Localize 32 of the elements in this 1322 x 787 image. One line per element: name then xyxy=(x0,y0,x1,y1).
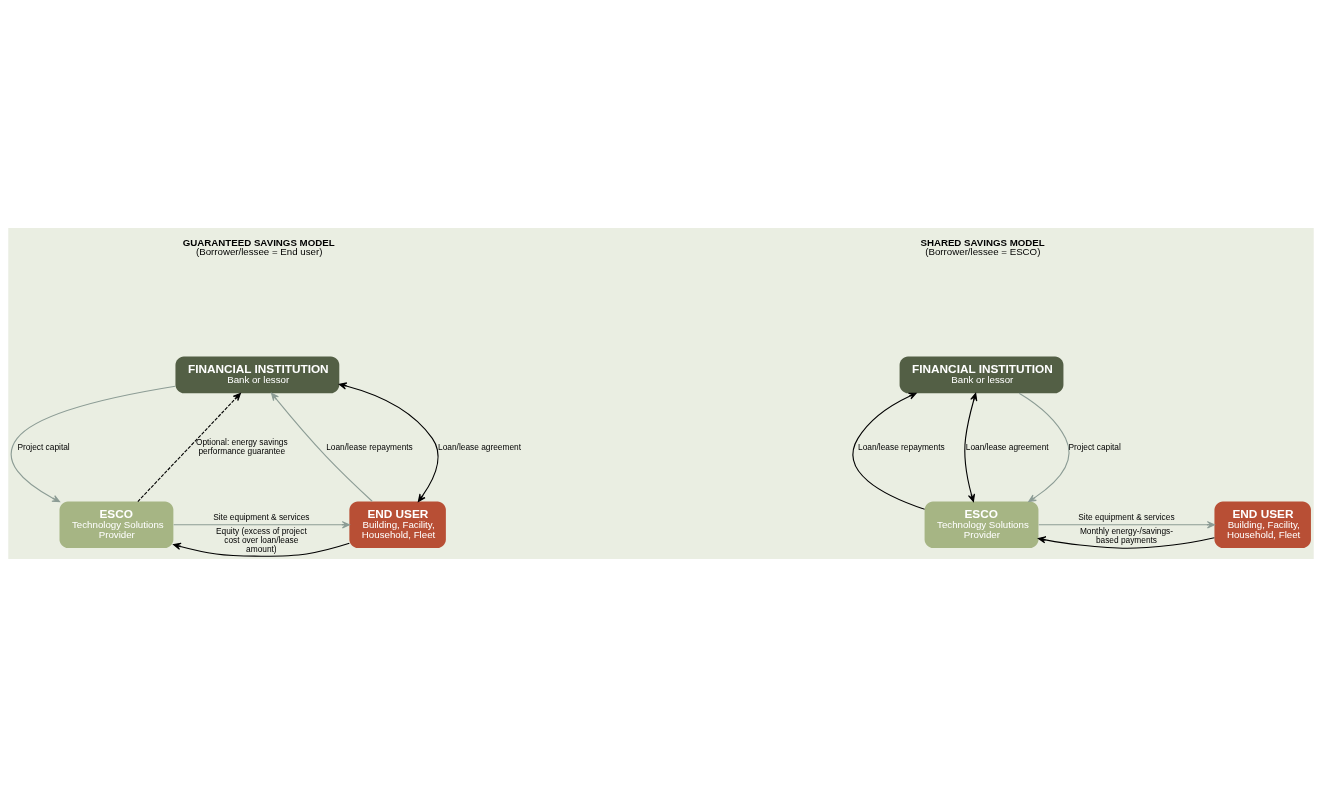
arrow xyxy=(338,382,439,502)
arrow xyxy=(852,392,926,510)
label: (Borrower/lessee = End user) xyxy=(195,246,323,258)
label: SHARED SAVINGS MODEL xyxy=(920,236,1045,248)
node-box: ESCO Technology Solutions Provider xyxy=(924,501,1039,549)
arrow xyxy=(173,542,350,557)
edge-label: Loan/lease agreement xyxy=(438,441,521,452)
edge-label: Site equipment & services xyxy=(1078,512,1175,523)
label: (Borrower/lessee = ESCO) xyxy=(925,246,1041,258)
node-box: FINANCIAL INSTITUTION Bank or lessor xyxy=(175,356,340,394)
edge-label: Loan/lease agreement xyxy=(965,441,1049,452)
edge-label: Optional: energy savings performance guarantee xyxy=(195,437,288,457)
node-box: END USER Building, Facility, Household, Fleet xyxy=(1214,501,1311,549)
arrow xyxy=(964,392,978,503)
node-box: FINANCIAL INSTITUTION Bank or lessor xyxy=(899,356,1064,394)
arrow xyxy=(173,521,350,529)
arrow xyxy=(1018,392,1070,502)
edge-label: Loan/lease repayments xyxy=(858,441,945,452)
edge-label: Project capital xyxy=(17,441,70,452)
edge-label: Site equipment & services xyxy=(213,512,310,523)
edge-label: Project capital xyxy=(1068,441,1121,452)
arrow xyxy=(1038,521,1215,529)
label: GUARANTEED SAVINGS MODEL xyxy=(182,236,335,248)
edge-label: Equity (excess of project cost over loan/lease amount) xyxy=(216,525,307,554)
edge-label: Loan/lease repayments xyxy=(326,441,413,452)
node-box: END USER Building, Facility, Household, Fleet xyxy=(349,501,446,549)
arrow xyxy=(10,385,176,503)
arrow xyxy=(137,392,241,503)
arrow xyxy=(1037,536,1215,549)
node-box: ESCO Technology Solutions Provider xyxy=(59,501,174,549)
edge-label: Monthly energy-/savings-based payments xyxy=(1079,525,1173,545)
arrow xyxy=(271,392,373,502)
